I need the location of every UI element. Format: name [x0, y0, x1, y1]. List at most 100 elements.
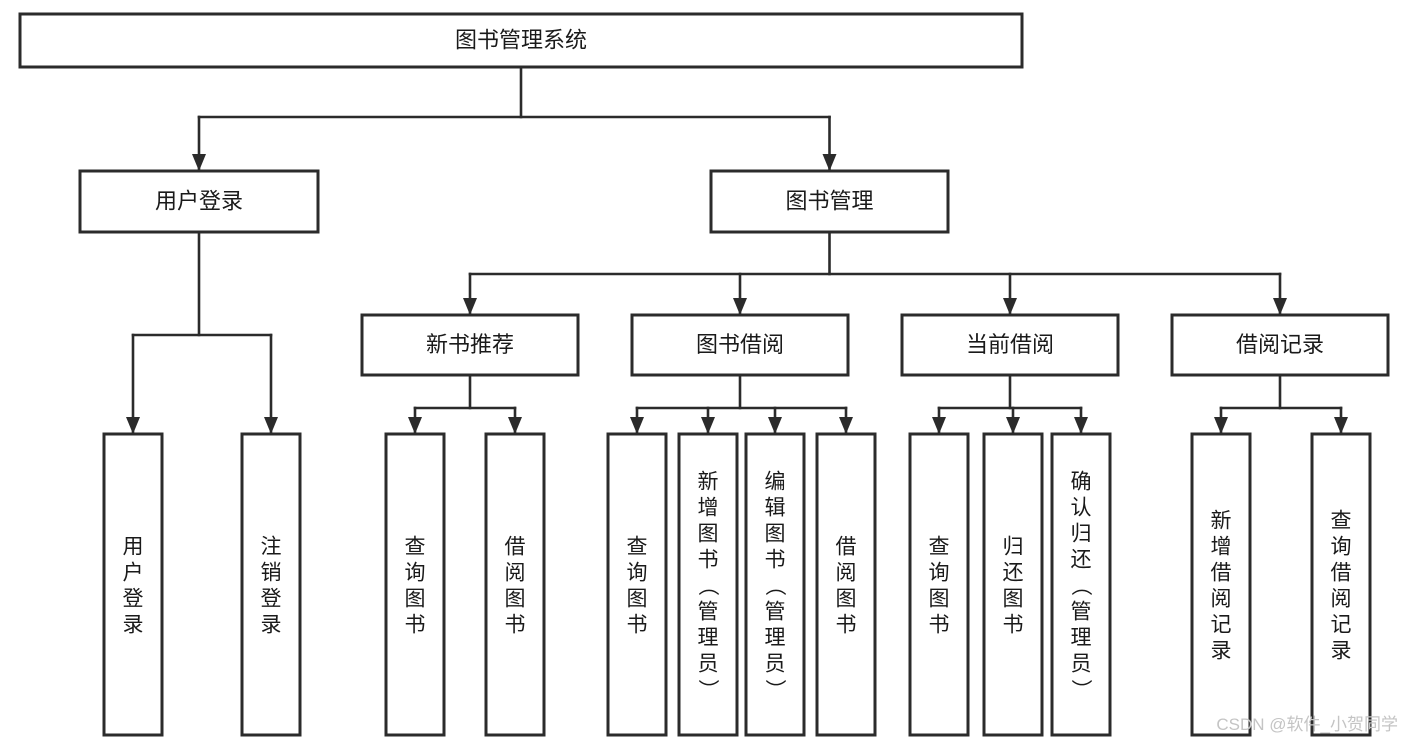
node-label-char: 还: [1071, 549, 1092, 572]
node-label: 借阅记录: [1236, 332, 1324, 357]
node-label-char: 书: [929, 614, 950, 637]
node-box: [606, 432, 668, 737]
node-label-char: 记: [1211, 614, 1232, 637]
node-label-char: 录: [261, 614, 282, 637]
node-label-char: 员: [765, 653, 786, 676]
node-label-char: 图: [698, 523, 719, 546]
node-box: [982, 432, 1044, 737]
node-label-char: 录: [1211, 640, 1232, 663]
node-label-char: 理: [1071, 627, 1092, 650]
node-label-char: 查: [929, 536, 950, 559]
node-label-char: 编: [765, 471, 786, 494]
node-label-char: 询: [627, 562, 648, 585]
arrow-head-icon: [508, 417, 522, 434]
node-label-char: 归: [1071, 523, 1092, 546]
node-label-char: 还: [1003, 562, 1024, 585]
node-label-char: ）: [1069, 679, 1092, 700]
node-l3-借阅记录-3[interactable]: 借阅记录: [1170, 313, 1390, 377]
node-l3-当前借阅-2[interactable]: 当前借阅: [900, 313, 1120, 377]
node-label-char: 书: [505, 614, 526, 637]
node-label-char: 图: [627, 588, 648, 611]
node-box: [240, 432, 302, 737]
node-box: [900, 313, 1120, 377]
node-label-char: 员: [698, 653, 719, 676]
arrow-head-icon: [264, 417, 278, 434]
node-l2-图书管理-1[interactable]: 图书管理: [709, 169, 950, 234]
node-label-char: 录: [123, 614, 144, 637]
node-box: [709, 169, 950, 234]
node-label-char: ）: [696, 679, 719, 700]
node-box: [908, 432, 970, 737]
node-label-char: 借: [505, 536, 526, 559]
node-label-char: （: [696, 575, 719, 596]
node-label-char: 登: [261, 588, 282, 611]
arrow-head-icon: [701, 417, 715, 434]
node-box: [1050, 432, 1112, 737]
node-box: [630, 313, 850, 377]
node-label-char: 认: [1071, 497, 1092, 520]
node-label-char: 书: [698, 549, 719, 572]
arrow-head-icon: [1334, 417, 1348, 434]
arrow-head-icon: [839, 417, 853, 434]
node-layer: 图书管理系统用户登录图书管理新书推荐图书借阅当前借阅借阅记录用户登录注销登录查询…: [18, 12, 1390, 737]
node-l2-用户登录-0[interactable]: 用户登录: [78, 169, 320, 234]
node-label-char: 询: [929, 562, 950, 585]
arrow-head-icon: [1214, 417, 1228, 434]
node-label-char: 新: [1211, 510, 1232, 533]
node-root-图书管理系统-0[interactable]: 图书管理系统: [18, 12, 1024, 69]
node-label-char: 注: [261, 536, 282, 559]
node-l3-新书推荐-0[interactable]: 新书推荐: [360, 313, 580, 377]
node-label-char: 管: [765, 601, 786, 624]
arrow-head-icon: [1006, 417, 1020, 434]
node-label-char: 图: [505, 588, 526, 611]
node-label-char: 询: [1331, 536, 1352, 559]
arrow-head-icon: [768, 417, 782, 434]
arrow-head-icon: [192, 154, 206, 171]
node-label: 图书借阅: [696, 332, 784, 357]
node-label-char: 用: [123, 536, 144, 559]
node-box: [1170, 313, 1390, 377]
node-label-char: （: [763, 575, 786, 596]
node-label-char: 询: [405, 562, 426, 585]
node-label-char: 增: [1211, 536, 1232, 559]
node-l3-图书借阅-1[interactable]: 图书借阅: [630, 313, 850, 377]
node-label-char: 阅: [505, 562, 526, 585]
node-label-char: 书: [1003, 614, 1024, 637]
node-label-char: 辑: [765, 497, 786, 520]
node-label-char: 户: [123, 562, 144, 585]
node-label-char: 理: [765, 627, 786, 650]
node-label-char: 登: [123, 588, 144, 611]
node-label-char: 记: [1331, 614, 1352, 637]
node-label-char: 确: [1071, 471, 1092, 494]
node-label-char: 书: [765, 549, 786, 572]
node-box: [1190, 432, 1252, 737]
node-label-char: 借: [1331, 562, 1352, 585]
arrow-head-icon: [733, 298, 747, 315]
arrow-head-icon: [630, 417, 644, 434]
arrow-head-icon: [1273, 298, 1287, 315]
node-box: [102, 432, 164, 737]
arrow-head-icon: [1074, 417, 1088, 434]
node-leaf-用户登录-0[interactable]: 用户登录: [102, 432, 164, 737]
node-label-char: 书: [836, 614, 857, 637]
node-label-char: ）: [763, 679, 786, 700]
node-label-char: 图: [929, 588, 950, 611]
node-label-char: 图: [836, 588, 857, 611]
node-label-char: 图: [765, 523, 786, 546]
node-label-char: 阅: [836, 562, 857, 585]
arrow-head-icon: [126, 417, 140, 434]
